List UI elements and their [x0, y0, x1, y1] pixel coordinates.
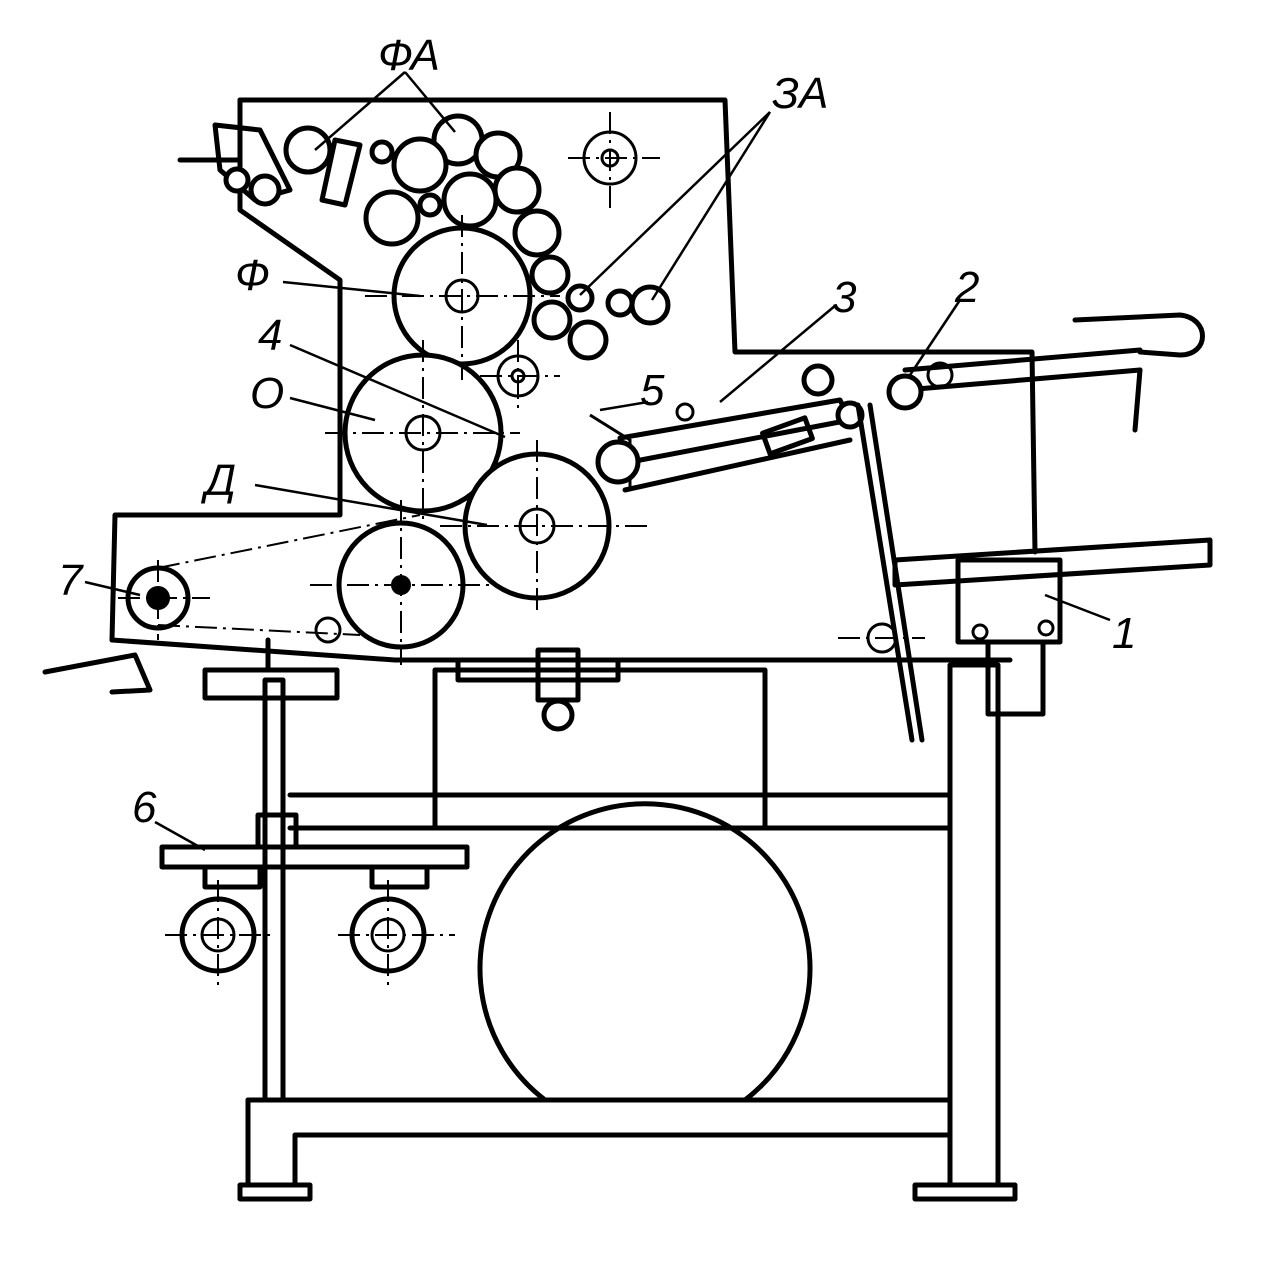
center-lines [118, 112, 925, 665]
label-za: ЗА [772, 69, 828, 118]
ink-rollers [283, 113, 638, 258]
handle-lever [42, 637, 340, 701]
label-5: 5 [640, 366, 665, 415]
center-bracket [314, 616, 621, 732]
damping-rollers [496, 254, 671, 398]
label-d: Д [200, 456, 236, 505]
leader-lines [84, 71, 1111, 852]
ink-fountain-mechanism [177, 122, 363, 208]
callout-labels: ФА ЗА Ф 4 О Д 7 3 2 5 1 6 [58, 31, 1136, 832]
label-1: 1 [1112, 609, 1136, 658]
label-o: О [250, 369, 284, 418]
feed-board-3 [589, 363, 865, 493]
motor-drum [477, 801, 813, 1103]
label-2: 2 [954, 263, 979, 312]
swing-arm [855, 402, 925, 743]
label-6: 6 [132, 783, 157, 832]
delivery-arm-2 [886, 312, 1205, 433]
label-fa: ФА [378, 31, 440, 80]
label-4: 4 [258, 311, 282, 360]
side-rail-1 [892, 537, 1213, 717]
label-3: 3 [832, 273, 857, 322]
label-7: 7 [58, 556, 84, 605]
label-f: Ф [235, 251, 270, 300]
stand-frame [237, 662, 1018, 1202]
trolley-platform [159, 812, 470, 985]
